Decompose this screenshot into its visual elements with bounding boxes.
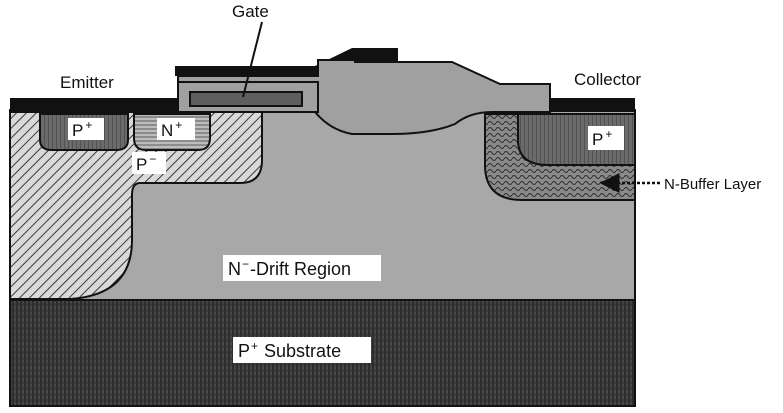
p-plus-emitter-label-bg (68, 118, 104, 140)
n-buffer-label: N-Buffer Layer (664, 176, 761, 193)
polysilicon-gate (189, 91, 303, 107)
n-plus-emitter-label-bg (157, 118, 195, 140)
collector-label: Collector (574, 70, 641, 89)
p-plus-collector-label-bg (588, 126, 624, 150)
p-minus-label-bg (132, 152, 166, 174)
p-minus-well (9, 111, 263, 300)
emitter-metal-contact (10, 98, 180, 112)
collector-metal-contact (550, 98, 635, 112)
substrate-label: P+Substrate (238, 339, 341, 361)
emitter-label: Emitter (60, 73, 114, 92)
p-plus-emitter-label: P+ (72, 118, 92, 140)
drift-label-bg (223, 255, 381, 281)
gate-label: Gate (232, 2, 269, 21)
n-plus-emitter-label: N+ (161, 118, 182, 140)
gate-oxide (177, 59, 551, 135)
gate-leader-line (242, 21, 263, 98)
drift-region-label: N−-Drift Region (228, 257, 351, 279)
p-minus-label: P− (136, 152, 156, 174)
p-plus-collector-label: P+ (592, 127, 612, 149)
substrate-label-bg (233, 337, 371, 363)
